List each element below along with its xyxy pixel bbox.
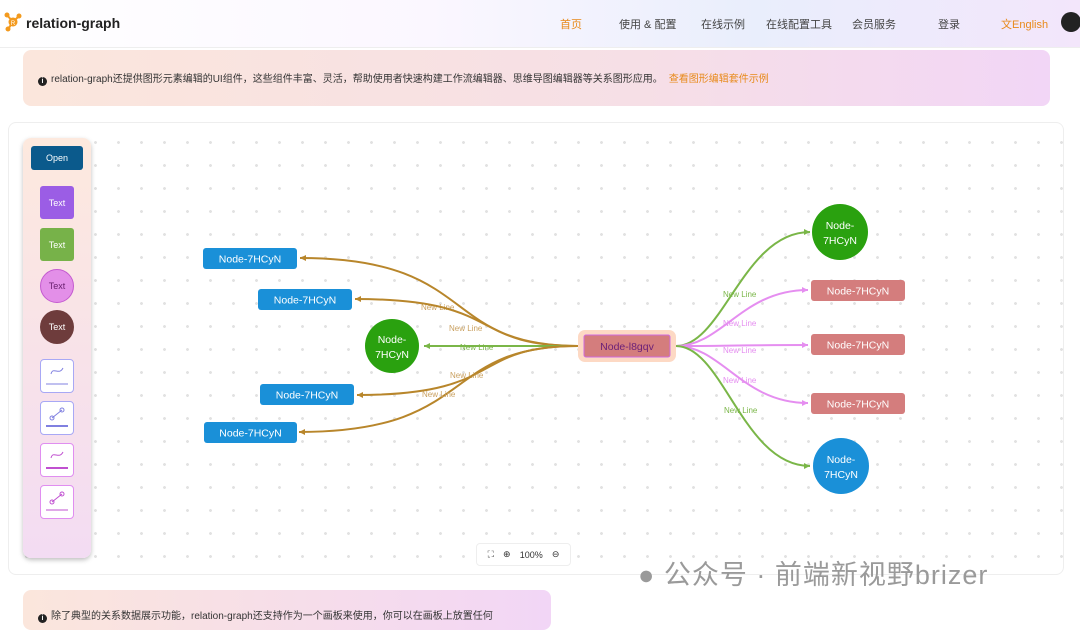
info-icon: i bbox=[38, 614, 47, 623]
translate-icon: 文 bbox=[1001, 19, 1012, 31]
zoom-controls: ⛶ ⊕ 100% ⊖ bbox=[476, 543, 571, 566]
edge-arrow bbox=[802, 342, 808, 348]
graph-node-label[interactable]: Node- bbox=[827, 454, 856, 466]
graph-node-label[interactable]: Node-7HCyN bbox=[219, 254, 281, 266]
notice-text: relation-graph还提供图形元素编辑的UI组件，这些组件丰富、灵活，帮… bbox=[51, 74, 663, 85]
graph-node-label[interactable]: Node- bbox=[826, 220, 855, 232]
edge-label: New Line bbox=[724, 406, 758, 415]
curve-line-pink-tool[interactable] bbox=[40, 443, 74, 477]
text-rect-green-tool[interactable]: Text bbox=[40, 228, 74, 261]
curve-line-tool[interactable] bbox=[40, 359, 74, 393]
edge-label: New Line bbox=[449, 324, 483, 333]
text-rect-purple-tool[interactable]: Text bbox=[40, 186, 74, 219]
nav-home[interactable]: 首页 bbox=[560, 19, 582, 31]
graph-node[interactable] bbox=[260, 384, 354, 405]
edge-label: New Line bbox=[450, 371, 484, 380]
edge-line bbox=[354, 298, 579, 347]
text-circle-pink-tool[interactable]: Text bbox=[40, 269, 74, 303]
edge-line bbox=[675, 231, 811, 347]
graph-node-label[interactable]: Node-7HCyN bbox=[827, 340, 889, 352]
nav-examples[interactable]: 在线示例 bbox=[701, 19, 745, 31]
curve-line-icon bbox=[46, 367, 68, 385]
watermark: ● 公众号 · 前端新视野brizer bbox=[638, 560, 989, 590]
graph-node[interactable] bbox=[813, 438, 869, 494]
editor-toolbar: Open Text Text Text Text bbox=[23, 138, 91, 558]
graph-node[interactable] bbox=[203, 248, 297, 269]
zoom-level: 100% bbox=[519, 549, 543, 560]
edge-label: New Line bbox=[723, 376, 757, 385]
edge-arrow bbox=[299, 429, 305, 435]
logo-icon: R bbox=[4, 12, 22, 32]
edge-label: New Line bbox=[723, 319, 757, 328]
graph-node-label[interactable]: Node-7HCyN bbox=[219, 428, 281, 440]
edge-arrow bbox=[357, 392, 363, 398]
language-switch[interactable]: 文English bbox=[1001, 19, 1049, 31]
zoom-out-icon[interactable]: ⊖ bbox=[551, 549, 560, 559]
graph-node-label[interactable]: 7HCyN bbox=[375, 349, 409, 361]
top-header: R relation-graph 首页 使用 & 配置 在线示例 在线配置工具 … bbox=[0, 0, 1080, 48]
text-circle-brown-tool[interactable]: Text bbox=[40, 310, 74, 344]
edge-label: New Line bbox=[421, 303, 455, 312]
graph-node-label[interactable]: Node-7HCyN bbox=[827, 286, 889, 298]
edge-label: New Line bbox=[460, 343, 494, 352]
straight-line-icon bbox=[46, 491, 68, 511]
graph-node[interactable] bbox=[258, 289, 352, 310]
edge-line bbox=[675, 289, 809, 347]
curve-line-icon bbox=[46, 451, 68, 469]
edge-line bbox=[298, 345, 579, 433]
graph-node-label[interactable]: 7HCyN bbox=[823, 235, 857, 247]
nav-config-tool[interactable]: 在线配置工具 bbox=[766, 19, 832, 31]
edge-label: New Line bbox=[723, 346, 757, 355]
straight-line-icon bbox=[46, 407, 68, 427]
edge-label: New Line bbox=[422, 390, 456, 399]
edge-line bbox=[675, 344, 809, 347]
wechat-icon: ● bbox=[638, 560, 656, 590]
graph-node-label[interactable]: Node- bbox=[378, 334, 407, 346]
nav-membership[interactable]: 会员服务 bbox=[852, 19, 896, 31]
center-node-label[interactable]: Node-l8gqv bbox=[600, 341, 654, 353]
edge-line bbox=[675, 345, 809, 404]
edge-arrow bbox=[802, 287, 808, 293]
edge-arrow bbox=[804, 463, 810, 469]
nav-login[interactable]: 登录 bbox=[938, 19, 960, 31]
nav-usage[interactable]: 使用 & 配置 bbox=[619, 19, 677, 31]
graph-node[interactable] bbox=[204, 422, 297, 443]
graph-node-label[interactable]: Node-7HCyN bbox=[274, 295, 336, 307]
edge-arrow bbox=[802, 400, 808, 406]
center-node[interactable] bbox=[583, 334, 671, 358]
editor-examples-link[interactable]: 查看图形编辑套件示例 bbox=[668, 74, 769, 85]
info-notice: i relation-graph还提供图形元素编辑的UI组件，这些组件丰富、灵活，… bbox=[23, 50, 1050, 106]
fullscreen-icon[interactable]: ⛶ bbox=[487, 549, 494, 559]
edge-arrow bbox=[355, 296, 361, 302]
graph-node[interactable] bbox=[811, 393, 905, 414]
info-icon: i bbox=[38, 77, 47, 86]
graph-node[interactable] bbox=[811, 280, 905, 301]
graph-node-label[interactable]: Node-7HCyN bbox=[827, 399, 889, 411]
edge-arrow bbox=[804, 229, 810, 235]
graph-node-label[interactable]: 7HCyN bbox=[824, 469, 858, 481]
edge-arrow bbox=[424, 343, 430, 349]
svg-text:R: R bbox=[11, 21, 16, 27]
edge-arrow bbox=[300, 255, 306, 261]
straight-line-pink-tool[interactable] bbox=[40, 485, 74, 519]
brand-name[interactable]: relation-graph bbox=[26, 15, 121, 31]
github-icon[interactable] bbox=[1061, 12, 1080, 32]
graph-node-label[interactable]: Node-7HCyN bbox=[276, 390, 338, 402]
graph-node[interactable] bbox=[365, 319, 419, 373]
open-button[interactable]: Open bbox=[31, 146, 83, 170]
edge-label: New Line bbox=[723, 290, 757, 299]
graph-node[interactable] bbox=[811, 334, 905, 355]
zoom-in-icon[interactable]: ⊕ bbox=[503, 549, 511, 559]
edge-line bbox=[675, 345, 811, 467]
graph-node[interactable] bbox=[812, 204, 868, 260]
straight-line-tool[interactable] bbox=[40, 401, 74, 435]
